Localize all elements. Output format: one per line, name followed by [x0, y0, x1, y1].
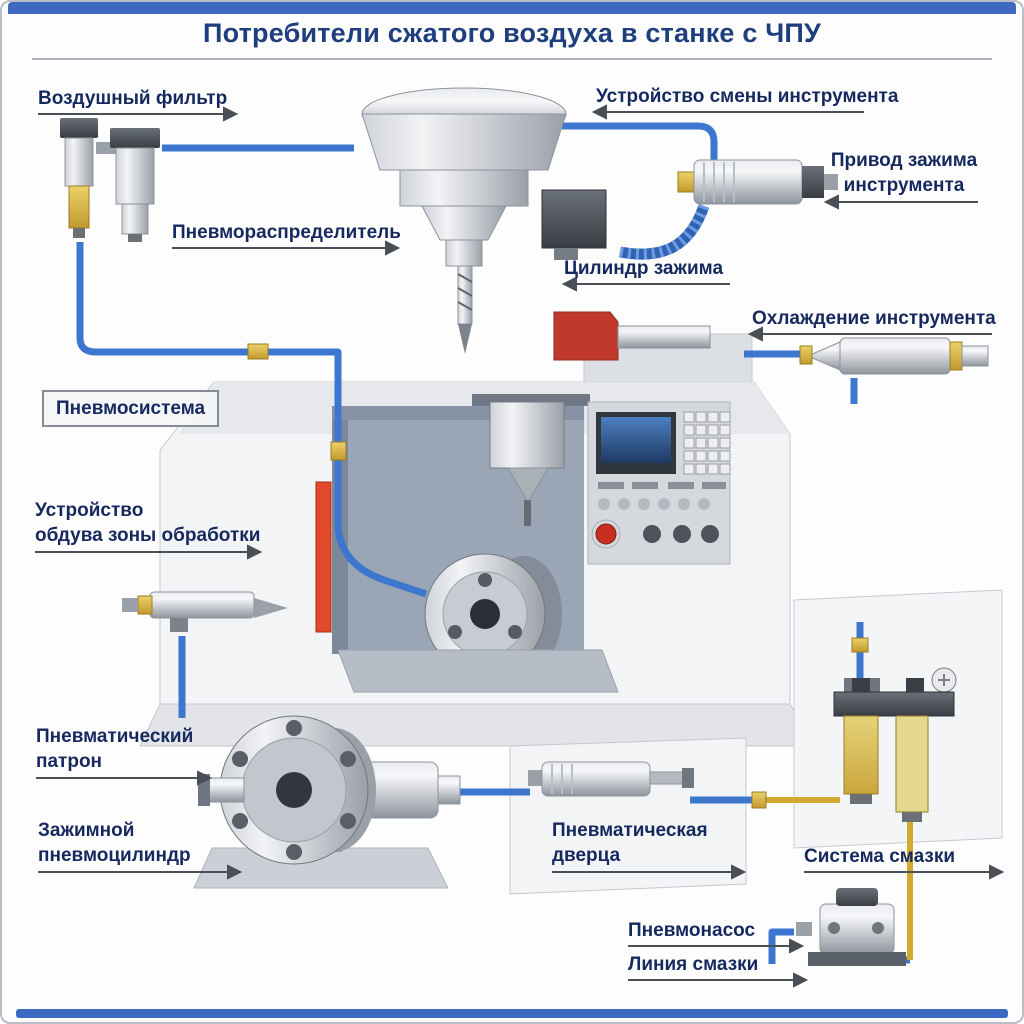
label-tool-clamp-drive: Привод зажима инструмента	[830, 150, 978, 197]
inner-spindle-head	[489, 401, 565, 526]
pneumatic-door-cylinder	[528, 761, 694, 797]
label-tool-change-device: Устройство смены инструмента	[596, 86, 899, 107]
spindle-assembly	[361, 87, 567, 354]
emergency-stop-button	[595, 523, 617, 545]
label-lubrication-line: Линия смазки	[628, 954, 759, 975]
pneumo-pump-unit	[796, 888, 906, 966]
label-pneumatic-chuck: Пневматический патрон	[36, 726, 194, 773]
label-lubrication-system: Система смазки	[804, 846, 956, 867]
air-filter-unit	[60, 118, 160, 242]
label-blowoff-device: Устройство обдува зоны обработки	[35, 500, 261, 547]
label-tool-cooling: Охлаждение инструмента	[752, 308, 996, 329]
lubrication-unit	[833, 667, 957, 822]
label-pneumo-system: Пневмосистема	[42, 390, 220, 428]
machine-body	[139, 311, 815, 747]
tool-cooling-unit	[806, 337, 989, 375]
page-title: Потребители сжатого воздуха в станке с Ч…	[202, 18, 822, 48]
bottom-accent-bar	[16, 1009, 1008, 1018]
pipe-fittings	[247, 343, 869, 809]
blowoff-nozzle-unit	[122, 591, 288, 632]
title-divider	[32, 58, 992, 60]
safety-strip	[315, 481, 332, 633]
label-clamp-cylinder: Цилиндр зажима	[564, 258, 724, 279]
tool-clamp-cylinder-block	[541, 189, 607, 260]
tool-clamp-drive-unit	[677, 159, 838, 205]
cavity-chuck	[424, 553, 562, 675]
top-accent-bar	[8, 2, 1016, 14]
warning-box	[553, 311, 619, 361]
label-pneumo-distributor: Пневмораспределитель	[172, 222, 401, 243]
label-air-filter: Воздушный фильтр	[38, 88, 228, 109]
pointer-lines	[35, 104, 1005, 988]
corrugated-hose	[619, 204, 710, 260]
cnc-control-panel	[587, 401, 731, 565]
pneumatic-chuck-unit	[193, 715, 461, 889]
label-clamping-pneumo-cylinder: Зажимной пневмоцилиндр	[38, 820, 191, 867]
door-panel	[509, 737, 747, 895]
label-pneumatic-door: Пневматическая дверца	[552, 820, 708, 867]
cnc-screen	[601, 417, 671, 463]
cnc-keypad	[683, 411, 731, 475]
lubrication-tubing	[760, 797, 913, 960]
label-pneumo-pump: Пневмонасос	[628, 920, 756, 941]
